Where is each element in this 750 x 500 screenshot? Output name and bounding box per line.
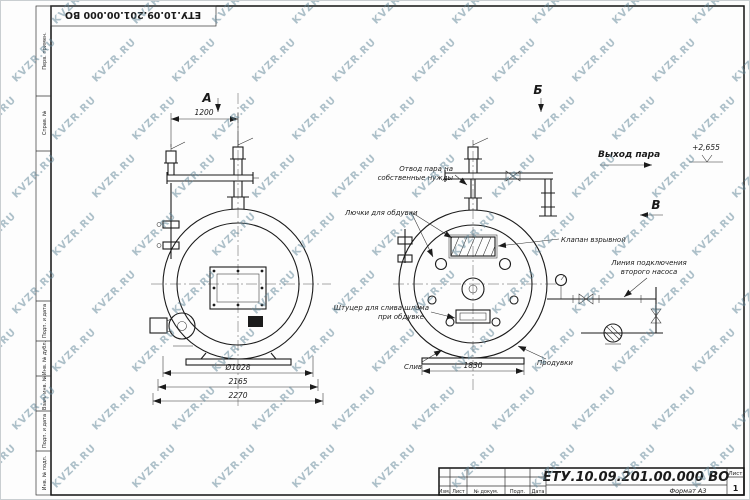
tb-sheet-label: Лист bbox=[729, 471, 744, 477]
front-view: 1200 А Ø1028 2165 2270 bbox=[149, 91, 331, 406]
title-block: Изм. Лист № докум. Подп. Дата ЕТУ.10.09.… bbox=[438, 467, 745, 496]
dim-1200: 1200 bbox=[170, 108, 239, 147]
second-pump-label-1: Линия подключения bbox=[610, 259, 686, 267]
base-rear bbox=[421, 357, 525, 365]
view-b-label: Б bbox=[533, 83, 542, 97]
tb-col-doc: № докум. bbox=[474, 489, 499, 495]
explosion-valve-label: Клапан взрывной bbox=[561, 236, 626, 244]
tb-doc-number: ЕТУ.10.09.201.00.000 ВО bbox=[543, 470, 730, 485]
tb-col-data: Дата bbox=[532, 489, 545, 495]
margin-label-podp-data-1: Подп. и дата bbox=[42, 304, 48, 338]
margin-label-inv-dubl: Инв. № дубл. bbox=[42, 340, 48, 375]
gauge-fittings-front bbox=[156, 183, 180, 259]
margin-label-vzam-inv: Взам. инв. № bbox=[42, 375, 48, 410]
elevation-symbol bbox=[689, 154, 723, 163]
corner-stamp-doc-number: ЕТУ.10.09.201.00.000 ВО bbox=[65, 9, 201, 20]
base-front bbox=[185, 352, 292, 366]
dim-diameter-text: Ø1028 bbox=[225, 363, 251, 372]
pressure-gauge bbox=[554, 273, 568, 299]
tb-col-podp: Подп. bbox=[510, 489, 526, 495]
sludge-drain-label-2: при обдувке bbox=[378, 313, 424, 321]
margin-label-podp-data-2: Подп. и дата bbox=[42, 414, 48, 448]
explosion-valve-hatch bbox=[448, 234, 498, 259]
sight-glass bbox=[248, 316, 263, 327]
sludge-drain-label-1: Штуцер для слива шлама bbox=[334, 304, 429, 312]
view-v-label: В bbox=[651, 198, 660, 212]
bottom-fitting bbox=[455, 309, 491, 324]
margin-label-perv-primen: Перв. примен. bbox=[42, 32, 48, 70]
dim-2165-text: 2165 bbox=[228, 377, 247, 386]
rear-view: 1830 Б bbox=[393, 83, 559, 391]
piping bbox=[547, 273, 663, 345]
own-needs-label-1: Отвод пара на bbox=[399, 165, 453, 173]
annotations: Выход пара +2,655 В Отвод пара на собств… bbox=[334, 143, 723, 371]
nozzles bbox=[427, 257, 519, 327]
sheet-frame: Перв. примен. Справ. № Подп. и дата Инв.… bbox=[35, 5, 745, 496]
blowdown-label: Продувки bbox=[537, 359, 573, 367]
margin-label-sprav-no: Справ. № bbox=[42, 110, 48, 135]
pump bbox=[603, 323, 623, 345]
tb-sheet-value: 1 bbox=[733, 484, 739, 493]
tb-col-list: Лист bbox=[452, 489, 465, 495]
elevation-mark-label: +2,655 bbox=[692, 143, 720, 152]
dim-2270-text: 2270 bbox=[228, 391, 247, 400]
gauge-fittings-rear bbox=[397, 229, 413, 263]
margin-label-inv-podl: Инв. № подл. bbox=[42, 455, 48, 490]
safety-valves-front bbox=[164, 137, 259, 209]
blow-hatches-label: Лючки для обдувки bbox=[344, 209, 418, 217]
tb-format-label: Формат А3 bbox=[669, 487, 706, 495]
dim-diameter: Ø1028 bbox=[162, 356, 314, 377]
view-a-label: А bbox=[201, 91, 211, 105]
tb-col-izm: Изм. bbox=[439, 489, 451, 495]
dim-1830-text: 1830 bbox=[463, 361, 482, 370]
steam-outlet-label: Выход пара bbox=[598, 150, 660, 160]
door-bolts bbox=[212, 269, 264, 307]
dim-1830: 1830 bbox=[421, 361, 525, 375]
safety-valves-rear bbox=[444, 137, 557, 217]
dim-2165: 2165 bbox=[157, 377, 319, 391]
own-needs-label-2: собственные нужды bbox=[378, 174, 454, 182]
dim-1200-text: 1200 bbox=[194, 108, 213, 117]
second-pump-label-2: второго насоса bbox=[621, 268, 678, 276]
corner-stamp: ЕТУ.10.09.201.00.000 ВО bbox=[50, 5, 217, 27]
burner bbox=[149, 312, 196, 347]
dim-2270: 2270 bbox=[152, 391, 324, 405]
drain-label: Слив bbox=[404, 363, 422, 371]
